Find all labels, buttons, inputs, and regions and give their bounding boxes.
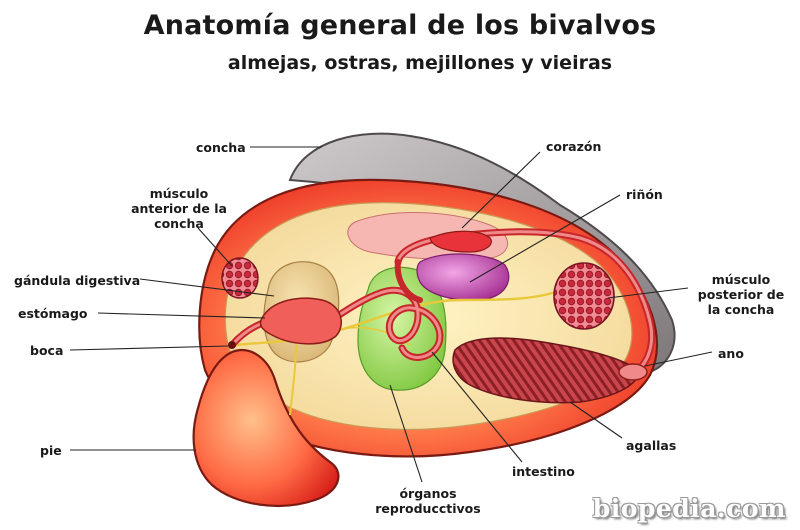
mouth [228, 341, 236, 349]
heart [429, 230, 492, 253]
leader-musculo-anterior [197, 227, 233, 267]
leader-intestino [431, 351, 523, 463]
watermark-logo: biopedia.com [592, 494, 786, 523]
leader-glandula-digestiva [139, 278, 275, 297]
anus [618, 363, 648, 381]
label-organos-reproductivos: órganos reproducctivos [375, 486, 481, 516]
label-pie: pie [40, 443, 62, 458]
leader-ano [644, 351, 713, 367]
label-corazon: corazón [546, 139, 602, 154]
gills [452, 337, 641, 404]
label-boca: boca [30, 343, 64, 358]
page-subtitle: almejas, ostras, mejillones y vieiras [227, 52, 613, 74]
label-estomago: estómago [18, 306, 88, 321]
leader-rinon [469, 194, 621, 283]
label-ano: ano [718, 346, 744, 361]
leader-corazon [461, 151, 541, 229]
label-intestino: intestino [512, 464, 575, 479]
leader-musculo-posterior [607, 287, 689, 299]
label-agallas: agallas [626, 438, 677, 453]
leader-estomago [97, 312, 266, 319]
leader-agallas [569, 401, 623, 439]
label-glandula-digestiva: gándula digestiva [14, 273, 141, 288]
anterior-muscle [221, 257, 259, 299]
label-concha: concha [196, 140, 246, 155]
label-musculo-posterior: músculo posterior de la concha [697, 272, 785, 317]
foot [192, 349, 340, 507]
leader-organos [389, 384, 423, 483]
label-rinon: riñón [626, 187, 663, 202]
leader-lines [69, 146, 713, 483]
stomach [259, 297, 342, 345]
page-title: Anatomía general de los bivalvos [143, 10, 657, 41]
posterior-muscle [553, 262, 615, 330]
leader-boca [69, 345, 229, 351]
label-musculo-anterior: músculo anterior de la concha [131, 186, 227, 231]
